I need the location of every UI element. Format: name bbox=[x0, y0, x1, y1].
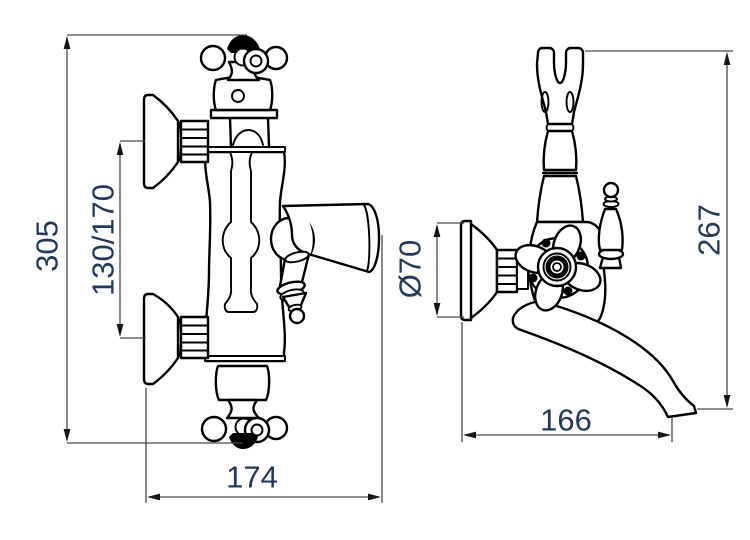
wall-cone-side bbox=[459, 219, 529, 322]
dimension-130-170 bbox=[116, 140, 146, 339]
shower-fork-holder bbox=[535, 46, 585, 132]
thread-nut-lower bbox=[179, 315, 210, 360]
cross-handle-top bbox=[199, 35, 289, 82]
cross-handle-bottom bbox=[200, 364, 289, 449]
handle-lobe-front-inner bbox=[249, 54, 263, 68]
front-height-dimension-label: 305 bbox=[29, 220, 65, 272]
dimension-305 bbox=[63, 34, 247, 444]
hub-shadow-crescent bbox=[309, 222, 315, 258]
inlet-spacing-dimension-label: 130/170 bbox=[85, 183, 121, 297]
porcelain-lever-side bbox=[597, 181, 625, 270]
thread-nut-upper bbox=[179, 119, 210, 164]
body-bottom-collar bbox=[204, 355, 286, 362]
cross-handle-face bbox=[514, 224, 602, 312]
lever-tip-ball bbox=[288, 307, 306, 325]
dimension-267 bbox=[585, 50, 733, 410]
side-height-dimension-label: 267 bbox=[691, 204, 727, 256]
front-width-dimension-label: 174 bbox=[226, 459, 278, 495]
diverter-funnel bbox=[281, 202, 381, 274]
handle-index-cap-bottom bbox=[229, 433, 258, 449]
funnel-rim bbox=[363, 204, 371, 272]
lever-top-ball bbox=[602, 181, 620, 199]
wall-cone-lower bbox=[142, 292, 210, 386]
handle-lobe-left bbox=[199, 44, 227, 72]
diverter-and-lever-front bbox=[269, 202, 381, 325]
spout bbox=[511, 299, 698, 419]
side-view-drawing bbox=[459, 46, 698, 419]
riser-column bbox=[535, 129, 585, 224]
upper-neck bbox=[228, 116, 271, 149]
bottom-block bbox=[214, 364, 271, 402]
upper-neck-dome bbox=[232, 129, 264, 146]
front-view-drawing bbox=[142, 35, 381, 449]
block-screw-hole bbox=[231, 89, 245, 103]
dimension-166 bbox=[461, 322, 673, 442]
spout-reach-dimension-label: 166 bbox=[540, 402, 592, 438]
dimension-annotations bbox=[63, 34, 733, 503]
flange-diameter-dimension-label: Ø70 bbox=[392, 239, 428, 299]
wall-cone-upper bbox=[142, 93, 210, 190]
thread-nut-side bbox=[495, 248, 519, 294]
handle-neck-cup-bottom bbox=[225, 398, 261, 420]
baluster-column bbox=[221, 151, 261, 313]
dimension-d70 bbox=[433, 222, 464, 318]
handle-index-cap bbox=[227, 35, 260, 53]
dimension-174 bbox=[145, 235, 383, 503]
